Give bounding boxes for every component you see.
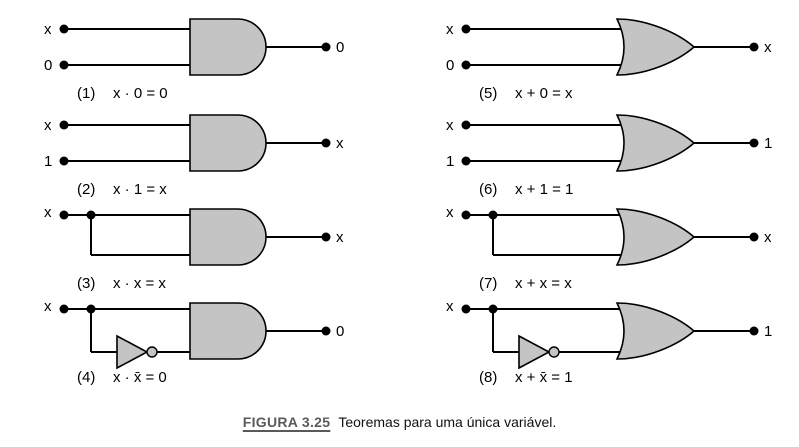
- output-terminal: [321, 138, 331, 148]
- input-label-constant: 0: [446, 57, 454, 74]
- theorem-5: x 0 x (5) x + 0 = x: [446, 18, 772, 102]
- output-label: x: [764, 39, 772, 56]
- theorem-equation: x + 0 = x: [515, 85, 573, 102]
- theorem-equation: x · 1 = x: [113, 181, 167, 198]
- theorem-number: (3): [77, 275, 95, 292]
- or-gate: [615, 114, 696, 172]
- output-label: 1: [764, 135, 772, 152]
- theorem-equation: x + x̄ = 1: [515, 369, 573, 386]
- output-label: x: [764, 229, 772, 246]
- output-label: 1: [764, 323, 772, 340]
- input-label-x: x: [446, 298, 454, 315]
- not-gate: [116, 334, 149, 370]
- theorem-number: (6): [479, 181, 497, 198]
- output-terminal: [321, 326, 331, 336]
- input-label-x: x: [44, 204, 52, 221]
- theorem-1: x 0 0 (1) x · 0 = 0: [44, 18, 344, 102]
- input-label-x: x: [44, 21, 52, 38]
- theorem-number: (4): [77, 369, 95, 386]
- theorem-equation: x · 0 = 0: [113, 85, 168, 102]
- theorem-equation: x · x = x: [113, 275, 166, 292]
- and-gate: [189, 114, 267, 172]
- output-terminal: [321, 42, 331, 52]
- and-gate: [189, 18, 267, 76]
- inverter-bubble: [548, 346, 560, 358]
- input-label-x: x: [446, 117, 454, 134]
- input-label-constant: 0: [44, 57, 52, 74]
- input-label-x: x: [446, 21, 454, 38]
- theorem-7: x x (7) x + x = x: [446, 204, 772, 292]
- input-label-x: x: [44, 298, 52, 315]
- not-gate: [518, 334, 551, 370]
- theorem-equation: x + 1 = 1: [515, 181, 573, 198]
- input-label-x: x: [44, 117, 52, 134]
- theorem-number: (5): [479, 85, 497, 102]
- theorem-4: x 0 (4) x · x̄ = 0: [44, 298, 344, 386]
- input-label-x: x: [446, 204, 454, 221]
- output-terminal: [749, 42, 759, 52]
- output-label: 0: [336, 39, 344, 56]
- output-terminal: [749, 232, 759, 242]
- theorem-number: (1): [77, 85, 95, 102]
- output-terminal: [749, 326, 759, 336]
- theorem-3: x x (3) x · x = x: [44, 204, 344, 292]
- or-gate: [615, 302, 696, 360]
- output-label: 0: [336, 323, 344, 340]
- theorem-equation: x · x̄ = 0: [113, 369, 167, 386]
- output-terminal: [749, 138, 759, 148]
- inverter-bubble: [146, 346, 158, 358]
- figure-caption-text: Teoremas para uma única variável.: [338, 414, 557, 430]
- figure-label: FIGURA 3.25: [242, 414, 331, 430]
- theorem-equation: x + x = x: [515, 275, 572, 292]
- theorem-8: x 1 (8) x + x̄ = 1: [446, 298, 772, 386]
- output-terminal: [321, 232, 331, 242]
- and-gate: [189, 208, 267, 266]
- output-label: x: [336, 135, 344, 152]
- theorem-6: x 1 1 (6) x + 1 = 1: [446, 114, 772, 198]
- theorem-2: x 1 x (2) x · 1 = x: [44, 114, 344, 198]
- figure-caption: FIGURA 3.25 Teoremas para uma única variá…: [0, 414, 799, 430]
- input-label-constant: 1: [446, 153, 454, 170]
- input-label-constant: 1: [44, 153, 52, 170]
- or-gate: [615, 208, 696, 266]
- or-gate: [615, 18, 696, 76]
- theorem-number: (2): [77, 181, 95, 198]
- and-gate: [189, 302, 267, 360]
- theorem-number: (8): [479, 369, 497, 386]
- output-label: x: [336, 229, 344, 246]
- theorem-number: (7): [479, 275, 497, 292]
